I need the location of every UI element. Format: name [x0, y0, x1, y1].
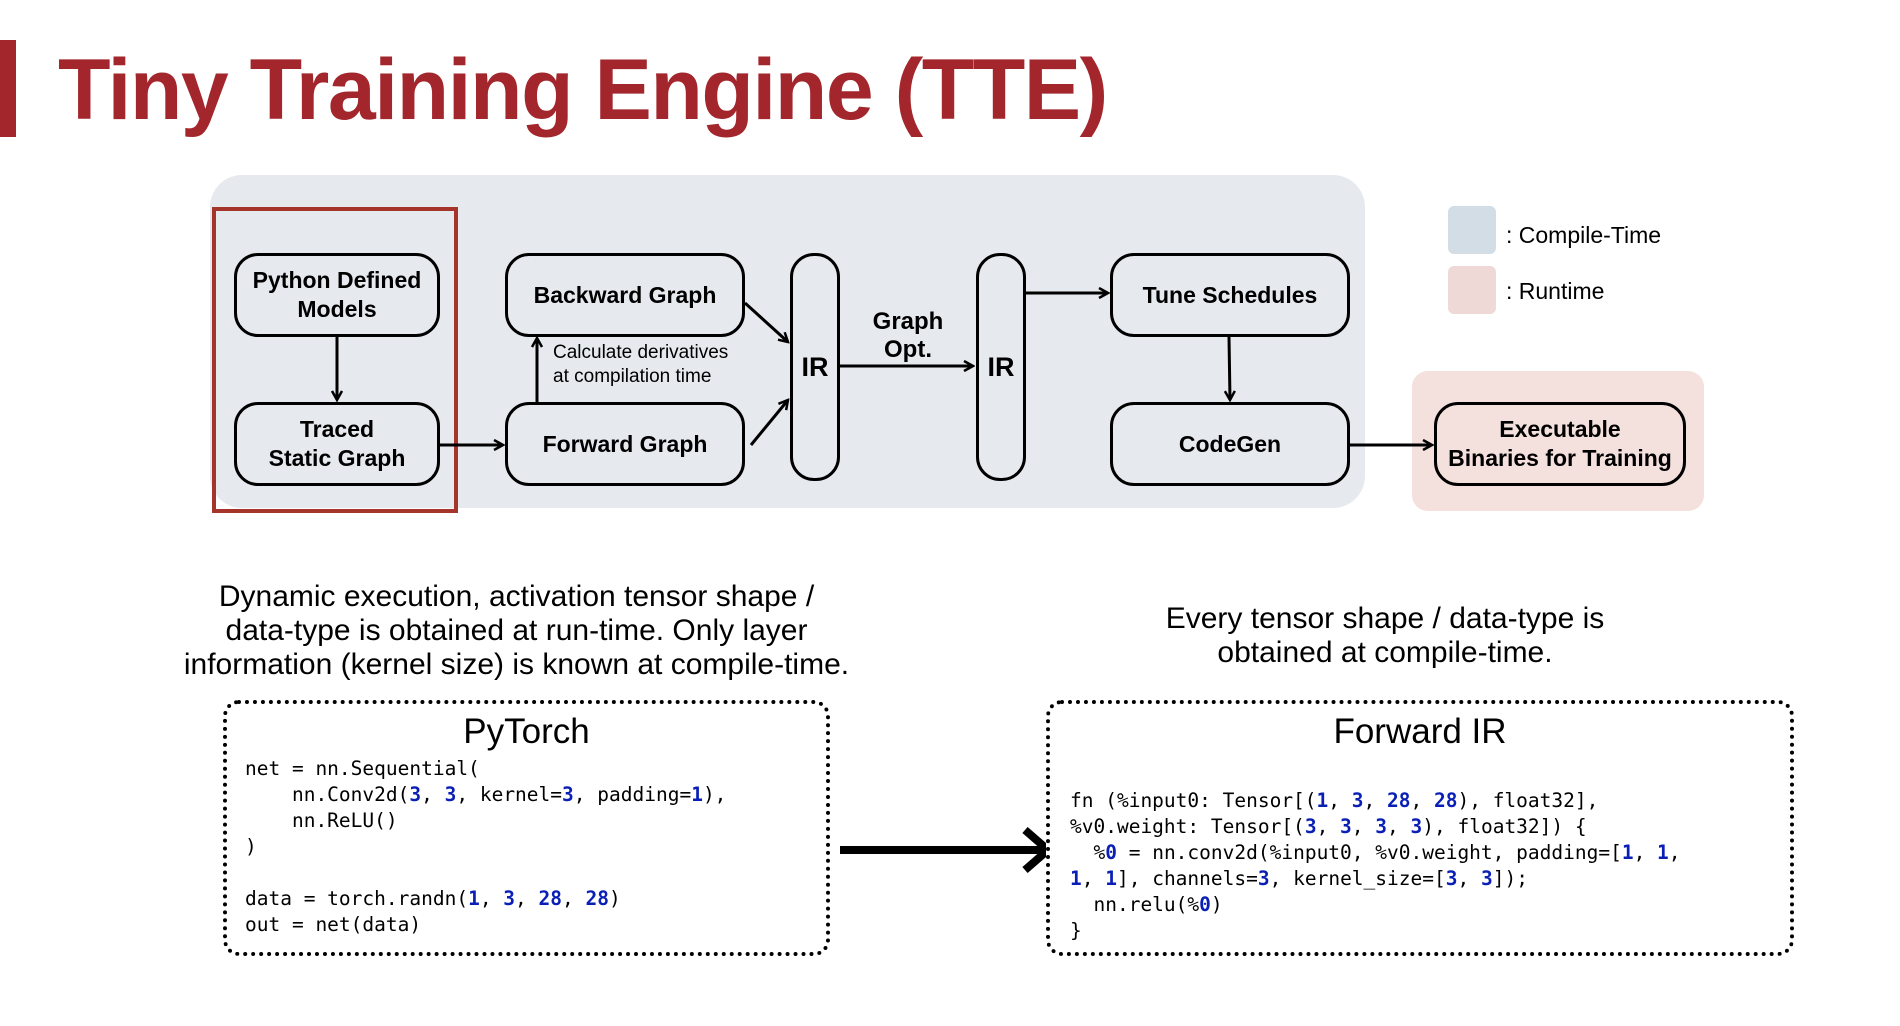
pytorch-code-line: ) — [245, 835, 257, 858]
node-ir-2: IR — [976, 253, 1026, 481]
forward-ir-code-line: fn (%input0: Tensor[(1, 3, 28, 28), floa… — [1070, 789, 1599, 812]
pytorch-code: net = nn.Sequential( nn.Conv2d(3, 3, ker… — [245, 756, 726, 938]
code-number: 28 — [1387, 789, 1411, 812]
graph-opt-label: Graph Opt. — [872, 308, 944, 363]
code-number: 3 — [1375, 815, 1388, 838]
node-executable-binaries: Executable Binaries for Training — [1434, 402, 1686, 486]
legend-runtime-swatch — [1448, 266, 1496, 314]
node-backward-graph: Backward Graph — [505, 253, 745, 337]
pytorch-code-title: PyTorch — [463, 712, 590, 751]
slide-title: Tiny Training Engine (TTE) — [58, 42, 1108, 138]
forward-ir-code-title: Forward IR — [1333, 712, 1507, 751]
pytorch-code-line — [245, 860, 726, 886]
forward-ir-code-line: 1, 1], channels=3, kernel_size=[3, 3]); — [1070, 867, 1528, 890]
code-number: 3 — [1351, 789, 1364, 812]
arrow-forward-to-ir — [749, 400, 788, 446]
legend-compile-time-label: : Compile-Time — [1506, 222, 1662, 248]
node-ir-1: IR — [790, 253, 840, 481]
code-number: 28 — [538, 887, 563, 910]
forward-ir-code-line: nn.relu(%0) — [1070, 893, 1223, 916]
code-number: 1 — [1070, 867, 1082, 890]
code-number: 3 — [444, 783, 457, 806]
arrow-backward-to-ir — [743, 301, 788, 342]
code-number: 3 — [1410, 815, 1423, 838]
forward-ir-code-line: %v0.weight: Tensor[(3, 3, 3, 3), float32… — [1070, 815, 1587, 838]
node-codegen: CodeGen — [1110, 402, 1350, 486]
pytorch-code-line: nn.ReLU() — [245, 809, 398, 832]
code-number: 0 — [1105, 841, 1117, 864]
code-number: 3 — [1257, 867, 1270, 890]
forward-ir-description: Every tensor shape / data-type is obtain… — [1165, 602, 1605, 669]
code-number: 1 — [1105, 867, 1117, 890]
code-number: 1 — [691, 783, 703, 806]
code-number: 3 — [1480, 867, 1493, 890]
forward-ir-code-line: } — [1070, 919, 1082, 942]
derivatives-note: Calculate derivatives at compilation tim… — [553, 342, 729, 387]
arrow-tune-to-codegen — [1229, 336, 1230, 400]
forward-ir-code: fn (%input0: Tensor[(1, 3, 28, 28), floa… — [1070, 788, 1681, 944]
forward-ir-code-box: Forward IR fn (%input0: Tensor[(1, 3, 28… — [1046, 700, 1794, 956]
pytorch-code-line: out = net(data) — [245, 913, 422, 936]
code-number: 3 — [409, 783, 422, 806]
forward-ir-code-line: %0 = nn.conv2d(%input0, %v0.weight, padd… — [1070, 841, 1681, 864]
pytorch-description: Dynamic execution, activation tensor sha… — [183, 580, 850, 681]
node-traced-static-graph: Traced Static Graph — [234, 402, 440, 486]
pytorch-code-line: net = nn.Sequential( — [245, 757, 480, 780]
code-number: 1 — [1316, 789, 1329, 812]
code-number: 28 — [585, 887, 609, 910]
code-number: 3 — [1445, 867, 1458, 890]
pytorch-code-line: data = torch.randn(1, 3, 28, 28) — [245, 887, 621, 910]
code-number: 1 — [468, 887, 480, 910]
code-number: 3 — [1340, 815, 1352, 838]
node-forward-graph: Forward Graph — [505, 402, 745, 486]
title-accent-bar — [0, 40, 16, 137]
code-number: 28 — [1433, 789, 1458, 812]
code-number: 3 — [503, 887, 516, 910]
node-tune-schedules: Tune Schedules — [1110, 253, 1350, 337]
pytorch-code-line: nn.Conv2d(3, 3, kernel=3, padding=1), — [245, 783, 727, 806]
legend-compile-time-swatch — [1448, 206, 1496, 254]
legend-runtime-label: : Runtime — [1506, 278, 1605, 304]
code-number: 1 — [1657, 841, 1669, 864]
pytorch-code-box: PyTorch net = nn.Sequential( nn.Conv2d(3… — [223, 700, 830, 956]
code-number: 3 — [562, 783, 574, 806]
code-number: 0 — [1199, 893, 1211, 916]
code-number: 1 — [1621, 841, 1634, 864]
tracing-frontend-outline — [212, 207, 458, 513]
code-number: 3 — [1304, 815, 1317, 838]
node-python-defined-models: Python Defined Models — [234, 253, 440, 337]
